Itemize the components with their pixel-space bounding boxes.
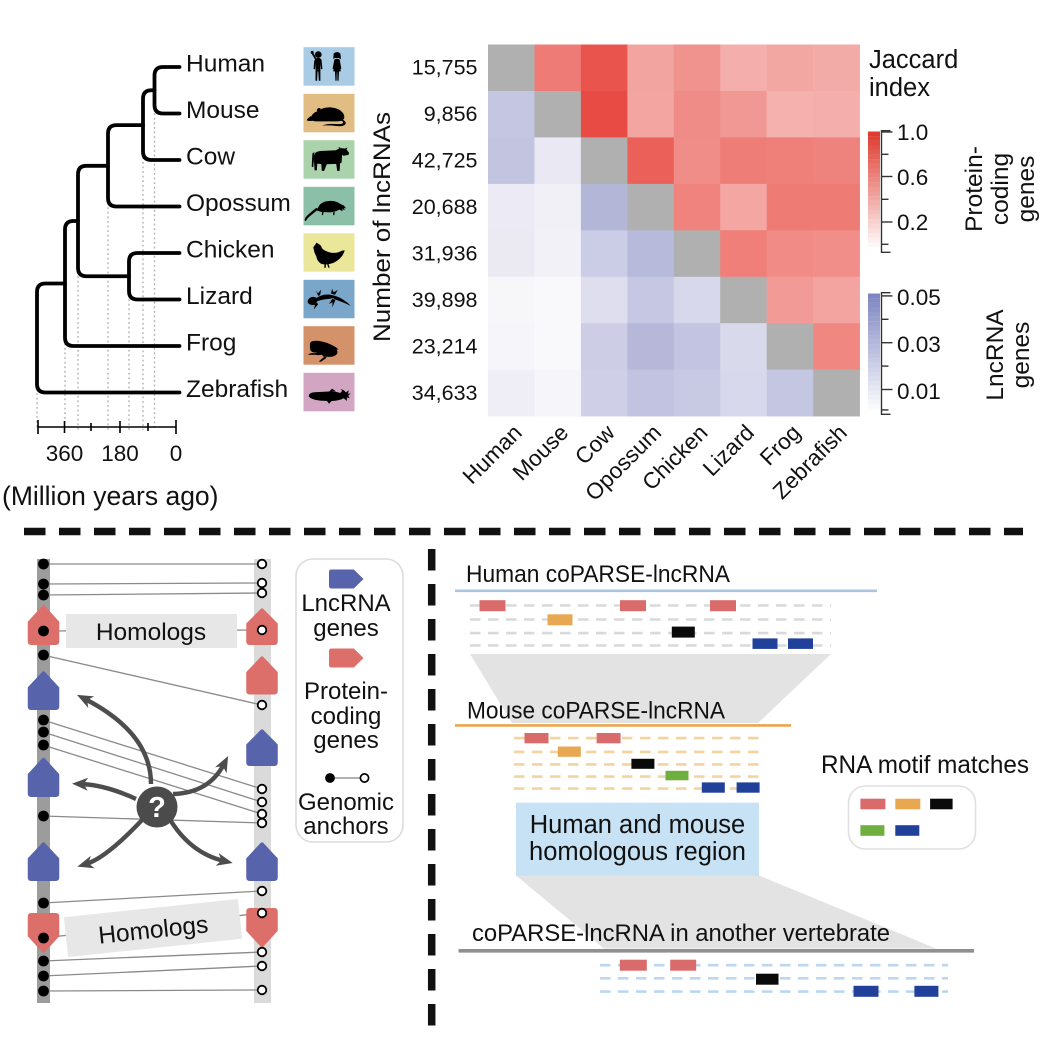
svg-text:?: ? bbox=[148, 792, 166, 824]
svg-text:Opossum: Opossum bbox=[186, 190, 291, 217]
svg-text:34,633: 34,633 bbox=[412, 381, 478, 405]
svg-text:39,898: 39,898 bbox=[412, 288, 478, 312]
svg-text:42,725: 42,725 bbox=[412, 149, 478, 173]
svg-text:0.05: 0.05 bbox=[897, 285, 941, 310]
svg-text:homologous region: homologous region bbox=[529, 838, 746, 866]
svg-text:genes: genes bbox=[1008, 322, 1035, 389]
svg-text:0.2: 0.2 bbox=[897, 210, 928, 235]
svg-text:Lizard: Lizard bbox=[186, 283, 253, 310]
svg-text:Human: Human bbox=[186, 51, 265, 78]
svg-text:0: 0 bbox=[170, 441, 183, 466]
svg-text:23,214: 23,214 bbox=[412, 335, 478, 359]
svg-text:Lizard: Lizard bbox=[698, 420, 759, 481]
svg-text:20,688: 20,688 bbox=[412, 195, 478, 219]
svg-text:9,856: 9,856 bbox=[424, 102, 478, 126]
svg-text:0.6: 0.6 bbox=[897, 165, 928, 190]
svg-text:360: 360 bbox=[46, 441, 84, 466]
svg-text:genes: genes bbox=[1013, 156, 1040, 223]
svg-text:1.0: 1.0 bbox=[897, 120, 928, 145]
svg-text:Protein-: Protein- bbox=[304, 678, 388, 705]
svg-text:RNA motif matches: RNA motif matches bbox=[821, 751, 1029, 779]
svg-text:180: 180 bbox=[101, 441, 139, 466]
svg-text:Protein-: Protein- bbox=[961, 146, 988, 232]
svg-text:anchors: anchors bbox=[303, 813, 388, 840]
svg-text:genes: genes bbox=[313, 615, 378, 642]
svg-text:index: index bbox=[869, 74, 930, 102]
svg-text:15,755: 15,755 bbox=[412, 56, 478, 80]
svg-text:31,936: 31,936 bbox=[412, 242, 478, 266]
svg-text:LncRNA: LncRNA bbox=[301, 590, 390, 617]
svg-text:Number of lncRNAs: Number of lncRNAs bbox=[369, 112, 396, 342]
svg-text:Human coPARSE-lncRNA: Human coPARSE-lncRNA bbox=[466, 561, 730, 588]
svg-text:Jaccard: Jaccard bbox=[869, 46, 958, 74]
svg-text:0.03: 0.03 bbox=[897, 332, 941, 357]
svg-text:0.01: 0.01 bbox=[897, 379, 941, 404]
svg-text:coPARSE-lncRNA in another vert: coPARSE-lncRNA in another vertebrate bbox=[472, 920, 890, 947]
svg-text:Human: Human bbox=[458, 420, 527, 489]
svg-text:Human and mouse: Human and mouse bbox=[530, 811, 745, 839]
svg-text:Zebrafish: Zebrafish bbox=[186, 376, 288, 403]
svg-text:Mouse: Mouse bbox=[186, 97, 260, 124]
svg-text:LncRNA: LncRNA bbox=[982, 309, 1009, 401]
svg-text:coding: coding bbox=[311, 703, 382, 730]
svg-text:(Million years ago): (Million years ago) bbox=[2, 481, 219, 511]
svg-text:coding: coding bbox=[987, 153, 1014, 225]
svg-text:Frog: Frog bbox=[186, 330, 236, 357]
svg-text:Chicken: Chicken bbox=[186, 237, 275, 264]
svg-text:Homologs: Homologs bbox=[96, 619, 206, 646]
svg-text:Mouse coPARSE-lncRNA: Mouse coPARSE-lncRNA bbox=[467, 698, 725, 725]
svg-text:Genomic: Genomic bbox=[298, 789, 394, 816]
svg-text:Cow: Cow bbox=[186, 144, 235, 171]
svg-text:genes: genes bbox=[313, 727, 378, 754]
